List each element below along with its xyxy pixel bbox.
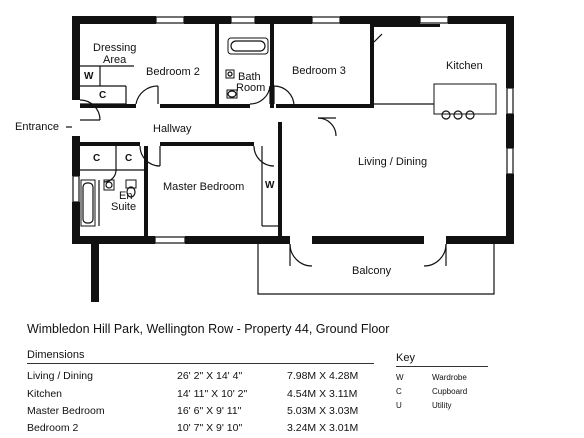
floor-plan: Dressing Area Bedroom 2 Bath Room Bedroo… — [15, 15, 515, 302]
dimension-room: Master Bedroom — [27, 405, 105, 417]
interior-walls — [80, 24, 440, 236]
key-code: U — [396, 401, 402, 410]
key-label: Cupboard — [432, 387, 468, 396]
label-entrance: Entrance — [15, 121, 59, 133]
label-bedroom-2: Bedroom 2 — [146, 66, 200, 78]
dimension-imperial: 14' 11" X 10' 2" — [177, 388, 248, 400]
label-hallway: Hallway — [153, 123, 192, 135]
label-ensuite: En — [119, 190, 132, 202]
room-labels: Dressing Area Bedroom 2 Bath Room Bedroo… — [15, 42, 483, 277]
windows — [71, 15, 515, 245]
dimensions-rule — [27, 363, 374, 364]
mark-cupboard-mid: C — [125, 153, 132, 164]
dimension-metric: 5.03M X 3.03M — [287, 405, 359, 417]
mark-cupboard-left: C — [93, 153, 100, 164]
key-heading: Key — [396, 352, 415, 364]
label-master: Master Bedroom — [163, 181, 244, 193]
label-ensuite-2: Suite — [111, 201, 136, 213]
fittings — [66, 33, 497, 295]
dimension-metric: 4.54M X 3.11M — [287, 388, 358, 400]
key-label: Utility — [432, 401, 452, 410]
dimension-imperial: 26' 2" X 14' 4" — [177, 370, 243, 382]
label-living: Living / Dining — [358, 156, 427, 168]
dimension-metric: 7.98M X 4.28M — [287, 370, 359, 382]
dimension-row: Living / Dining 26' 2" X 14' 4" 7.98M X … — [27, 370, 377, 386]
label-dressing: Dressing — [93, 42, 136, 54]
key-code: W — [396, 373, 404, 382]
key-item: U Utility — [396, 401, 516, 414]
dimensions-heading: Dimensions — [27, 349, 85, 361]
label-bedroom-3: Bedroom 3 — [292, 65, 346, 77]
dimension-room: Living / Dining — [27, 370, 93, 382]
dimension-room: Bedroom 2 — [27, 422, 79, 434]
mark-cupboard-upper: C — [99, 90, 106, 101]
key-item: C Cupboard — [396, 387, 516, 400]
plan-title: Wimbledon Hill Park, Wellington Row - Pr… — [27, 322, 390, 336]
label-balcony: Balcony — [352, 265, 392, 277]
key-item: W Wardrobe — [396, 373, 516, 386]
label-dressing-2: Area — [103, 54, 127, 66]
dimension-imperial: 16' 6" X 9' 11" — [177, 405, 242, 417]
dimension-room: Kitchen — [27, 388, 63, 400]
outer-walls — [72, 16, 514, 302]
dimension-row: Bedroom 2 10' 7" X 9' 10" 3.24M X 3.01M — [27, 422, 377, 438]
dimension-metric: 3.24M X 3.01M — [287, 422, 359, 434]
mark-wardrobe-dressing: W — [84, 71, 94, 82]
dimension-imperial: 10' 7" X 9' 10" — [177, 422, 243, 434]
label-kitchen: Kitchen — [446, 60, 483, 72]
label-bath-2: Room — [236, 82, 265, 94]
key-code: C — [396, 387, 402, 396]
mark-wardrobe-master: W — [265, 180, 275, 191]
dimension-row: Master Bedroom 16' 6" X 9' 11" 5.03M X 3… — [27, 405, 377, 421]
fitting-marks: W C C C W — [84, 71, 275, 191]
key-label: Wardrobe — [432, 373, 467, 382]
label-bath: Bath — [238, 71, 261, 83]
dimension-row: Kitchen 14' 11" X 10' 2" 4.54M X 3.11M — [27, 388, 377, 404]
key-rule — [396, 366, 488, 367]
